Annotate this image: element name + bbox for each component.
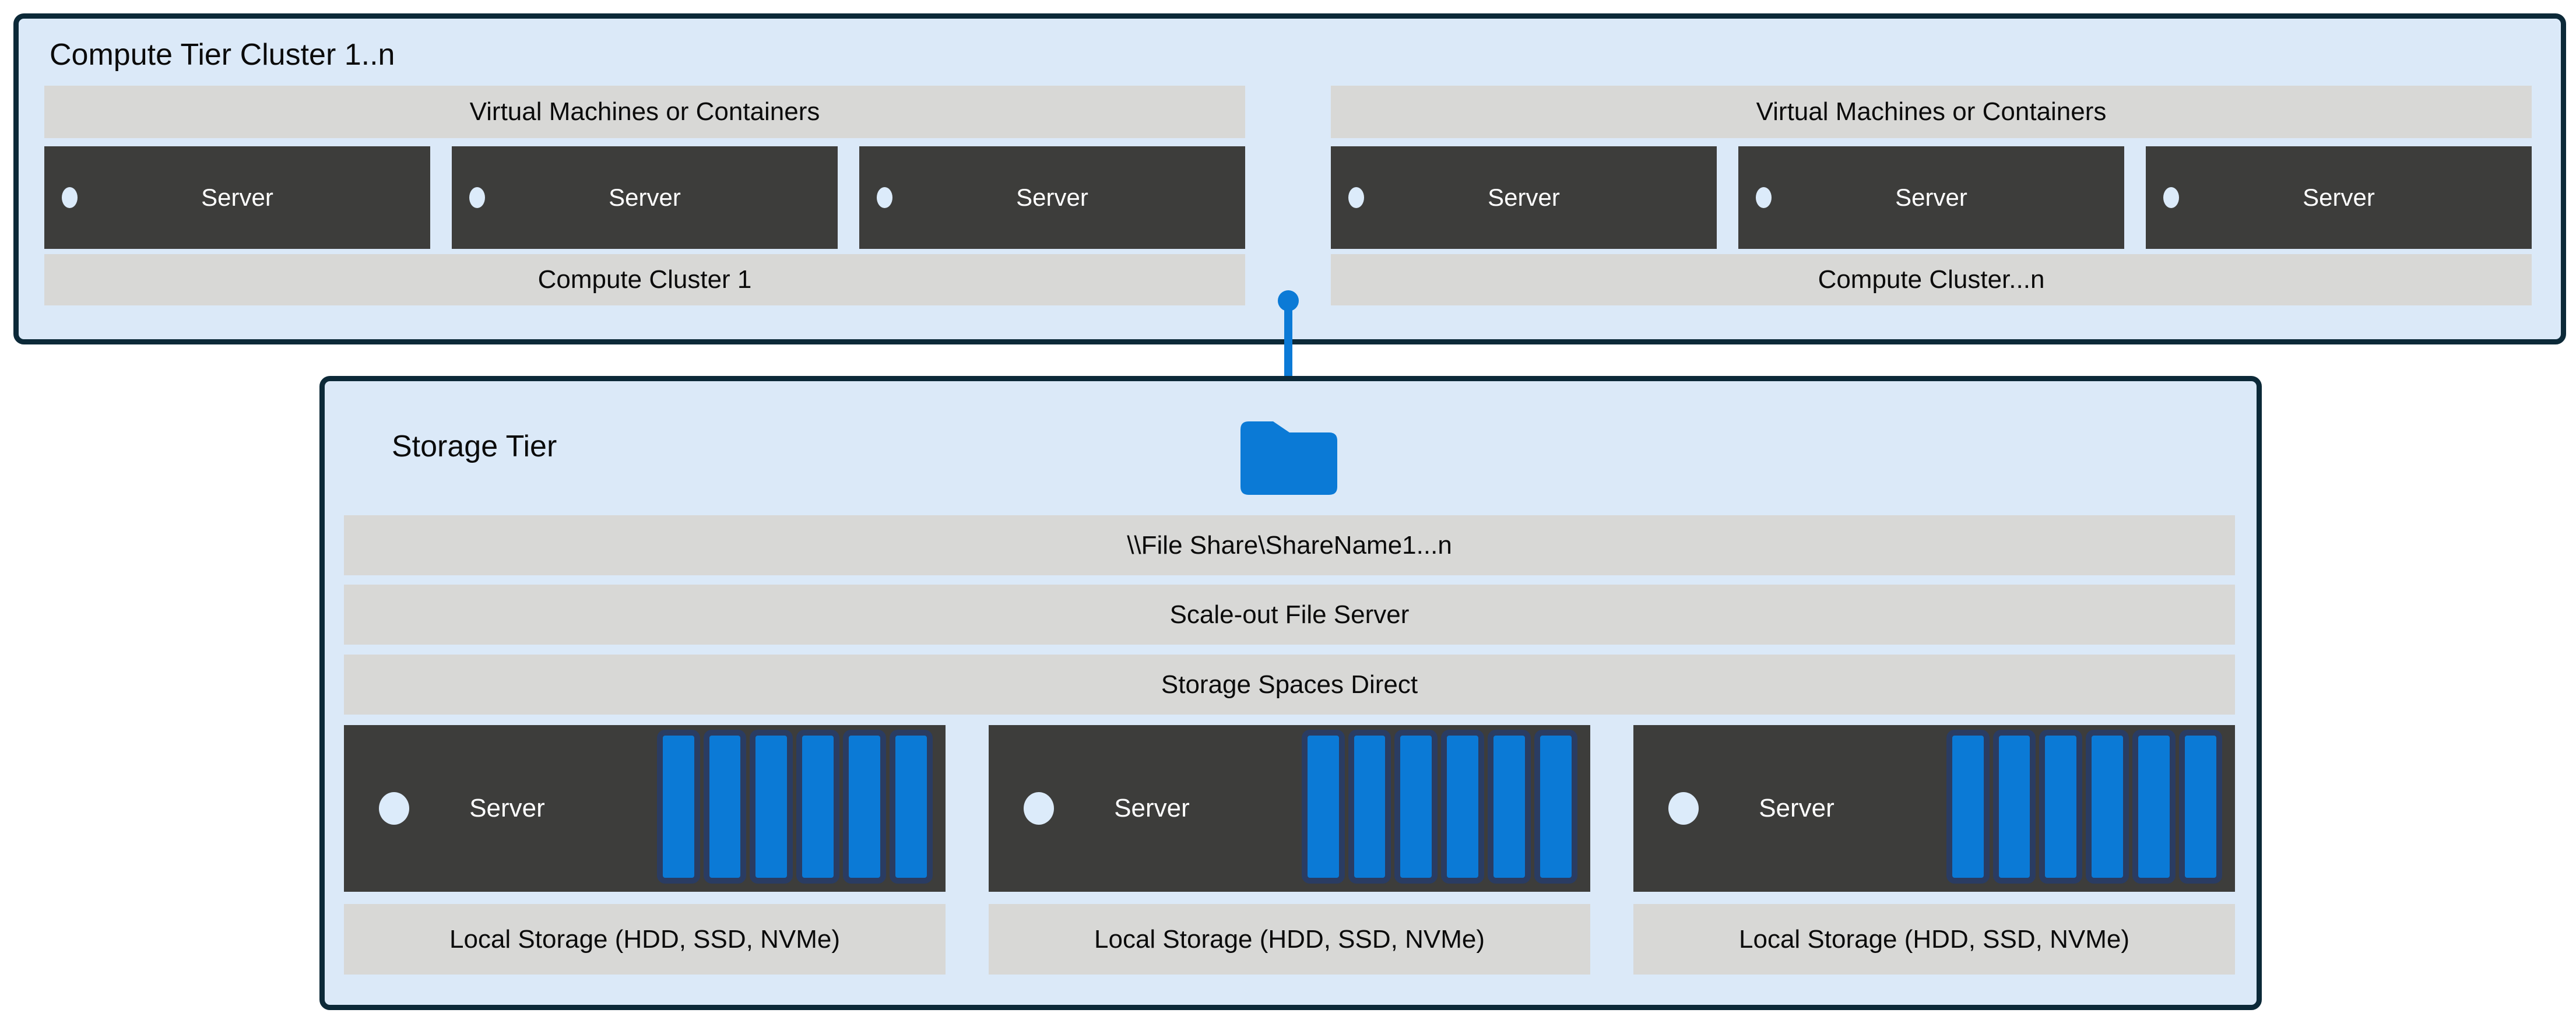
disk-icon [1488,730,1531,884]
disk-icon [703,730,747,884]
power-dot-icon [1024,792,1054,825]
compute-server: Server [44,146,430,249]
compute-cluster-1: Virtual Machines or Containers Server Se… [44,86,1245,305]
server-label: Server [1895,184,1967,211]
disk-array-icon [656,730,933,884]
power-dot-icon [1348,187,1364,208]
disk-icon [1394,730,1438,884]
power-dot-icon [2163,187,2179,208]
server-label: Server [1016,184,1088,211]
disk-icon [1992,730,2036,884]
folder-icon [1240,421,1337,495]
server-label: Server [1488,184,1560,211]
vm-containers-bar: Virtual Machines or Containers [44,86,1245,138]
compute-server-row: Server Server Server [44,146,1245,249]
disk-icon [2039,730,2083,884]
disk-icon [1946,730,1990,884]
disk-icon [1534,730,1577,884]
disk-icon [890,730,933,884]
disk-icon [2179,730,2222,884]
power-dot-icon [1756,187,1772,208]
storage-server: Server [344,725,946,892]
storage-server-row: Server Server Serv [344,725,2235,892]
server-label: Server [1114,794,1190,822]
storage-server: Server [989,725,1590,892]
server-label: Server [469,794,545,822]
power-dot-icon [62,187,78,208]
power-dot-icon [379,792,409,825]
server-label: Server [201,184,273,211]
server-label: Server [1759,794,1835,822]
storage-spaces-direct-bar: Storage Spaces Direct [344,655,2235,715]
compute-server-row: Server Server Server [1331,146,2532,249]
disk-icon [750,730,793,884]
disk-array-icon [1301,730,1577,884]
disk-icon [796,730,840,884]
local-storage-row: Local Storage (HDD, SSD, NVMe) Local Sto… [344,904,2235,975]
compute-cluster-bar: Compute Cluster...n [1331,254,2532,305]
disk-icon [1348,730,1391,884]
storage-server: Server [1633,725,2235,892]
local-storage-bar: Local Storage (HDD, SSD, NVMe) [344,904,946,975]
compute-tier-title: Compute Tier Cluster 1..n [50,38,395,72]
disk-icon [843,730,887,884]
scale-out-file-server-bar: Scale-out File Server [344,585,2235,645]
disk-icon [2086,730,2129,884]
compute-server: Server [1738,146,2124,249]
disk-array-icon [1946,730,2222,884]
disk-icon [1441,730,1485,884]
compute-server: Server [859,146,1245,249]
server-label: Server [2303,184,2375,211]
vm-containers-bar: Virtual Machines or Containers [1331,86,2532,138]
local-storage-bar: Local Storage (HDD, SSD, NVMe) [989,904,1590,975]
server-label: Server [609,184,681,211]
disk-icon [1301,730,1345,884]
local-storage-bar: Local Storage (HDD, SSD, NVMe) [1633,904,2235,975]
disk-icon [2132,730,2176,884]
power-dot-icon [469,187,485,208]
power-dot-icon [1668,792,1699,825]
file-share-bar: \\File Share\ShareName1...n [344,515,2235,575]
connector-endpoint-dot [1278,290,1299,311]
compute-cluster-bar: Compute Cluster 1 [44,254,1245,305]
compute-cluster-n: Virtual Machines or Containers Server Se… [1331,86,2532,305]
compute-server: Server [452,146,838,249]
compute-server: Server [2146,146,2532,249]
disk-icon [656,730,700,884]
power-dot-icon [877,187,892,208]
compute-server: Server [1331,146,1717,249]
storage-tier-title: Storage Tier [392,430,557,463]
